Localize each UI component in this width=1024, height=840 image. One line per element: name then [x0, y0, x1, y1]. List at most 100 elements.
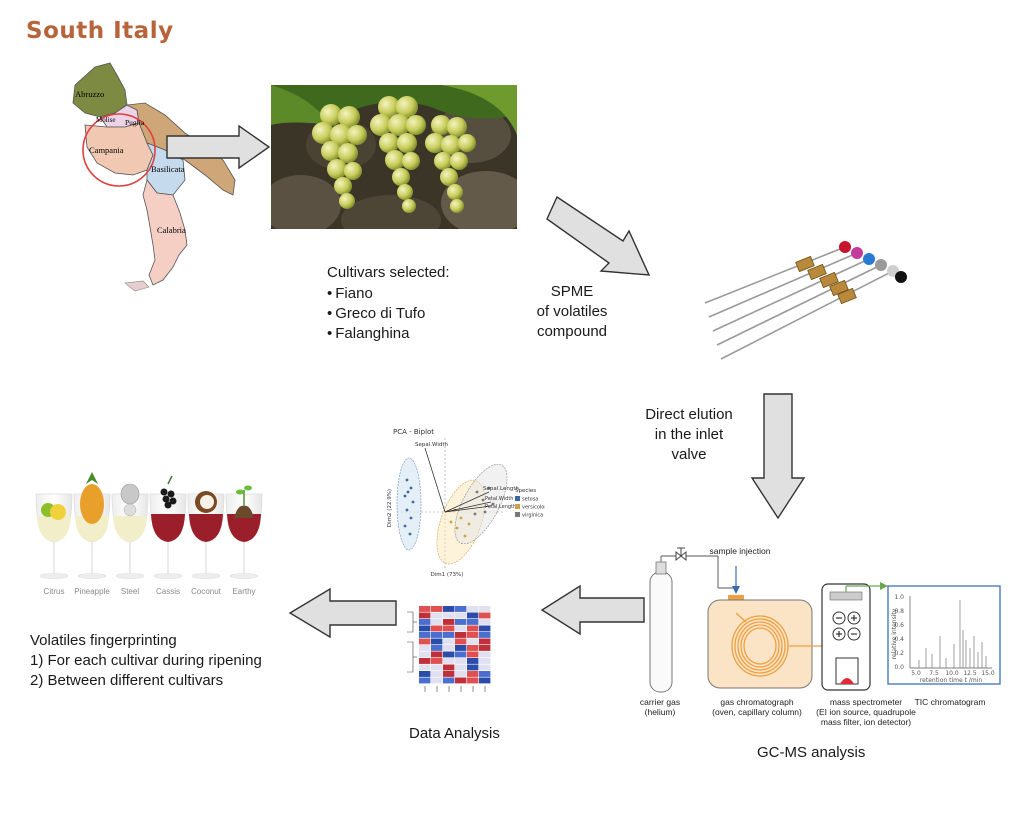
- arrow-gcms-to-data-analysis: [540, 584, 645, 636]
- heatmap-cell: [479, 645, 491, 651]
- heatmap-cell: [479, 677, 491, 684]
- heatmap-cell: [479, 671, 491, 677]
- heatmap-cell: [431, 651, 443, 658]
- wine-glass-coconut: [187, 491, 225, 579]
- loading-label: Petal.Length: [485, 504, 516, 510]
- gas-cylinder: [649, 571, 673, 693]
- wine-label: Pineapple: [74, 587, 110, 596]
- heatmap-cell: [419, 664, 431, 671]
- carrier-gas-label: carrier gas (helium): [630, 697, 690, 717]
- heatmap-cell: [419, 658, 431, 664]
- heatmap-cell: [467, 619, 479, 625]
- heatmap-cell: [467, 651, 479, 658]
- wine-glass-earthy: [225, 485, 263, 579]
- tic-label: TIC chromatogram: [914, 697, 986, 707]
- tic-peaks: [918, 600, 987, 668]
- heatmap-cell: [419, 671, 431, 677]
- wine-glasses: Citrus Pineapple Steel Cassis Coconut Ea…: [35, 472, 263, 596]
- loading-label: Sepal.Length: [483, 486, 519, 492]
- sample-injection-label: sample injection: [709, 546, 771, 556]
- heatmap-cell: [479, 619, 491, 625]
- ms-line-1: mass spectrometer: [829, 697, 903, 707]
- heatmap-cell: [443, 671, 455, 677]
- heatmap-cell: [467, 606, 479, 612]
- heatmap-cell: [467, 645, 479, 651]
- heatmap-cell: [467, 638, 479, 645]
- heatmap-cell: [431, 677, 443, 684]
- arrow-map-to-grapes: [166, 124, 271, 170]
- heatmap-cell: [479, 612, 491, 619]
- heatmap-cell: [467, 677, 479, 684]
- data-analysis-label: Data Analysis: [409, 725, 500, 742]
- tic-ytick: 0.6: [894, 622, 904, 629]
- grape-bunch-2: [370, 96, 426, 213]
- heatmap-cell: [455, 619, 467, 625]
- elution-line-3: valve: [671, 446, 707, 463]
- heatmap-cell: [443, 625, 455, 632]
- heatmap-cell: [419, 677, 431, 684]
- heatmap-cell: [419, 606, 431, 612]
- cultivar-item: Greco di Tufo: [327, 304, 425, 324]
- ms-line-3: mass filter, ion detector): [820, 717, 912, 727]
- gc-line-2: (oven, capillary column): [712, 707, 802, 717]
- gcms-analysis-label: GC-MS analysis: [757, 744, 866, 761]
- heatmap-cell: [455, 677, 467, 684]
- heatmap-cell: [479, 606, 491, 612]
- tic-ytick: 1.0: [894, 594, 904, 601]
- wine-label: Cassis: [156, 587, 180, 596]
- grape-bunch-1: [312, 104, 367, 209]
- heatmap-cell: [431, 625, 443, 632]
- heatmap-cell: [467, 625, 479, 632]
- tic-ytick: 0.8: [894, 608, 904, 615]
- heatmap-cell: [455, 645, 467, 651]
- elution-line-1: Direct elution: [645, 406, 733, 423]
- pca-xlabel: Dim1 (73%): [431, 572, 464, 578]
- heatmap-cell: [455, 651, 467, 658]
- heatmap-cell: [455, 625, 467, 632]
- heatmap-cell: [443, 658, 455, 664]
- map-label-campania: Campania: [89, 145, 124, 155]
- pca-legend-item: virginica: [522, 513, 543, 519]
- heatmap-cell: [479, 638, 491, 645]
- heatmap-cell: [431, 671, 443, 677]
- wine-glass-citrus: [35, 493, 73, 579]
- loading-label: Sepal.Width: [415, 442, 449, 448]
- heatmap-cell: [479, 664, 491, 671]
- heatmap-cell: [431, 664, 443, 671]
- tic-ylabel: relative intensity: [891, 608, 898, 659]
- heatmap-cell: [479, 632, 491, 638]
- spme-line-3: compound: [536, 323, 608, 340]
- elution-label: Direct elution in the inlet valve: [630, 405, 748, 465]
- grapes-photo: [271, 85, 517, 229]
- heatmap-cell: [431, 619, 443, 625]
- heatmap-cell: [443, 645, 455, 651]
- heatmap-cell: [419, 651, 431, 658]
- heatmap-cell: [455, 671, 467, 677]
- map-region-calabria: [142, 179, 188, 286]
- fingerprinting-text: Volatiles fingerprinting 1) For each cul…: [30, 631, 262, 691]
- heatmap-cell: [479, 651, 491, 658]
- wine-glass-pineapple: [73, 472, 111, 579]
- arrow-grapes-to-spme: [546, 195, 651, 276]
- map-label-basilicata: Basilicata: [151, 164, 185, 174]
- tic-xtick: 7.5: [929, 670, 939, 677]
- heatmap-cell: [479, 625, 491, 632]
- pca-ylabel: Dim2 (22.9%): [387, 489, 393, 527]
- heatmap-cell: [467, 632, 479, 638]
- heatmap-cell: [431, 632, 443, 638]
- heatmap-cell: [455, 658, 467, 664]
- pca-biplot: PCA - Biplot Sepal.Width Sepal.Length Pe…: [385, 418, 545, 580]
- heatmap-cell: [467, 658, 479, 664]
- gc-line-1: gas chromatograph: [720, 697, 794, 707]
- elution-line-2: in the inlet: [654, 426, 724, 443]
- tic-xtick: 12.5: [963, 670, 977, 677]
- tic-ytick: 0.2: [894, 650, 904, 657]
- pca-title: PCA - Biplot: [393, 428, 434, 436]
- heatmap-cell: [419, 645, 431, 651]
- wine-label: Citrus: [44, 587, 65, 596]
- gc-oven: [707, 599, 813, 689]
- cultivars-heading: Cultivars selected:: [327, 264, 450, 281]
- carrier-gas-line-1: carrier gas: [639, 697, 681, 707]
- map-label-molise: Molise: [96, 116, 115, 124]
- tic-xtick: 15.0: [981, 670, 995, 677]
